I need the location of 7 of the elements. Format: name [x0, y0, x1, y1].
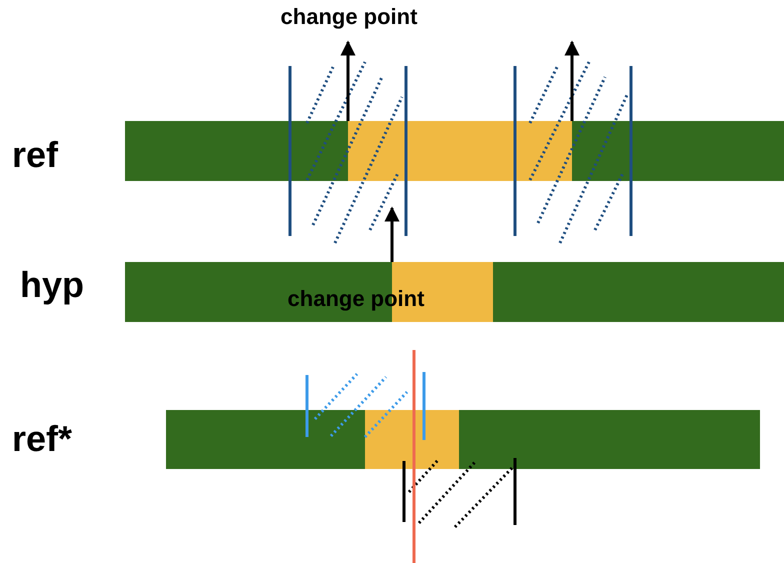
row-label: ref: [12, 134, 58, 176]
arrow: [340, 40, 356, 121]
row-label: ref*: [12, 418, 72, 460]
annotation-text: change point: [280, 4, 418, 30]
row-label: hyp: [20, 264, 84, 306]
arrow: [564, 40, 580, 121]
arrow: [384, 206, 400, 262]
